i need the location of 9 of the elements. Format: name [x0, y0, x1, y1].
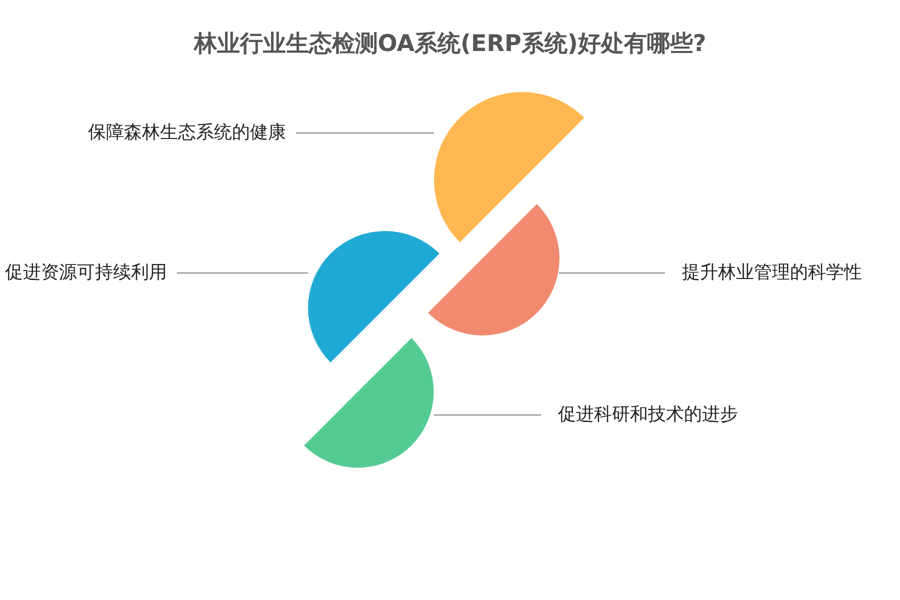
- leader-line: [434, 414, 542, 416]
- leader-line: [296, 132, 434, 134]
- title: 林业行业生态检测OA系统(ERP系统)好处有哪些?: [192, 30, 708, 59]
- item-label: 保障森林生态系统的健康: [88, 121, 286, 145]
- item-label: 促进资源可持续利用: [5, 261, 167, 285]
- item-label: 促进科研和技术的进步: [558, 403, 738, 427]
- leader-line: [176, 272, 308, 274]
- leader-line: [558, 272, 666, 274]
- item-label: 提升林业管理的科学性: [682, 261, 862, 285]
